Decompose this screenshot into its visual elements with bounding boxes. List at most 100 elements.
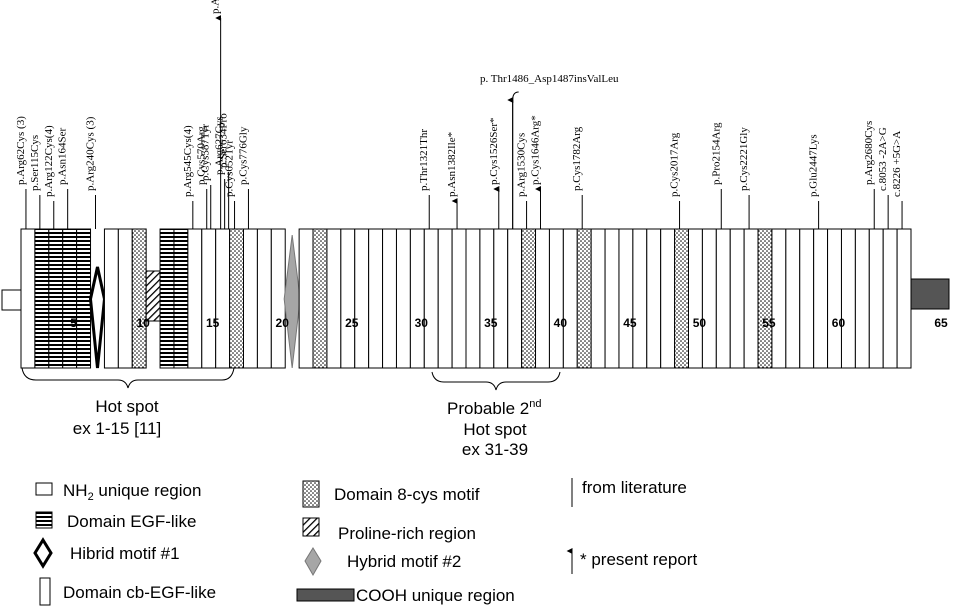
exon-23-cb <box>326 228 342 369</box>
legend-label-egf: Domain EGF-like <box>67 512 196 531</box>
mutation-label-20: p.Cys1782Arg <box>571 126 583 191</box>
exon-14-cb <box>201 228 217 369</box>
exon-40-cb <box>562 228 578 369</box>
exon-1-nh2 <box>20 228 36 369</box>
exon-20-hybrid2 <box>283 234 301 369</box>
hotspot-1-bracket <box>21 367 235 389</box>
exon-10-proline <box>145 270 161 322</box>
exon-62-cb <box>868 228 884 369</box>
exon-17-cb <box>243 228 258 369</box>
legend: NH2 unique region Domain EGF-like Hibrid… <box>33 478 697 606</box>
mutation-label-8: p.Cys587Tyr <box>200 124 212 181</box>
exon-7-nh2 <box>103 228 119 369</box>
hotspot-2-subtitle: Hot spot <box>463 420 527 439</box>
mutation-label-12: p.Cys652Tyr <box>224 140 236 197</box>
exon-42-cb <box>590 228 606 369</box>
exon-21-cb <box>298 228 314 369</box>
legend-label-nh2: NH2 unique region <box>63 481 201 503</box>
exon-12-egf <box>173 228 189 369</box>
exon-27-cb <box>382 228 397 369</box>
mutation-elbow-17 <box>512 91 519 229</box>
exon-54-8cys <box>757 228 773 369</box>
exon-44-cb <box>618 228 634 369</box>
legend-swatch-hybrid2 <box>304 547 322 577</box>
mutation-label-19: p.Cys1646Arg* <box>529 115 541 185</box>
legend-swatch-cb <box>39 577 51 606</box>
exon-number-10: 10 <box>136 316 150 330</box>
legend-label-hybrid1: Hibrid motif #1 <box>70 544 180 563</box>
hotspot-2-superscript: nd <box>529 398 541 410</box>
legend-label-cb: Domain cb-EGF-like <box>63 583 216 602</box>
mutation-label-4: p.Asn164Ser <box>57 128 69 185</box>
legend-label-literature: from literature <box>582 478 687 497</box>
exon-number-50: 50 <box>693 316 707 330</box>
exon-53-cb <box>743 228 759 369</box>
exon-48-8cys <box>674 228 689 369</box>
legend-swatch-cooh <box>296 588 355 602</box>
mutation-label-5: p.Arg240Cys (3) <box>84 116 96 191</box>
mutation-label-21: p.Cys2017Arg <box>669 132 681 197</box>
exon-50-cb <box>701 228 717 369</box>
mutation-label-17: p. Thr1486_Asp1487insValLeu <box>480 73 619 85</box>
mutation-label-3: p.Arg122Cys(4) <box>43 125 55 197</box>
exon-64-cb <box>896 228 912 369</box>
exon-36-cb <box>507 228 523 369</box>
exon-number-45: 45 <box>623 316 637 330</box>
hotspot-1: Hot spot ex 1-15 [11] <box>21 367 235 438</box>
exon-35-cb <box>493 228 509 369</box>
exon-row <box>1 228 950 369</box>
mutation-label-23: p.Cys2221Gly <box>738 127 750 191</box>
mutation-label-18: p.Arg1530Cys <box>516 133 528 197</box>
exon-57-cb <box>799 228 815 369</box>
legend-swatch-nh2 <box>35 482 53 496</box>
legend-swatch-proline <box>302 517 320 537</box>
mutation-label-13: p.Cys776Gly <box>237 126 249 185</box>
exon-55-cb <box>771 228 787 369</box>
exon-47-cb <box>660 228 676 369</box>
mutation-label-24: p.Glu2447Lys <box>808 134 820 197</box>
legend-swatch-hybrid1 <box>33 537 53 569</box>
exon-59-cb <box>827 228 842 369</box>
exon-16-8cys <box>229 228 244 369</box>
exon-60-cb <box>840 228 856 369</box>
exon-19-cb <box>270 228 286 369</box>
mutation-label-14: p.Thr1321Thr <box>418 129 430 191</box>
mutation-label-16: p.Cys1526Ser* <box>488 117 500 185</box>
legend-label-cooh: COOH unique region <box>356 586 515 605</box>
exon-28-cb <box>395 228 411 369</box>
legend-label-proline: Proline-rich region <box>338 524 476 543</box>
exon-29-cb <box>409 228 425 369</box>
mutation-label-10: p.Arg627Cys <box>214 116 226 175</box>
exon-33-cb <box>465 228 481 369</box>
exon-56-cb <box>785 228 801 369</box>
exon-1-leader <box>1 289 22 311</box>
exon-34-cb <box>479 228 495 369</box>
exon-63-cb <box>882 228 898 369</box>
mutation-label-7: p.Cys570Arg <box>196 126 208 185</box>
exon-24-cb <box>340 228 356 369</box>
exon-number-30: 30 <box>415 316 429 330</box>
legend-label-8cys: Domain 8-cys motif <box>334 485 480 504</box>
exon-6-hybrid1 <box>88 266 107 369</box>
mutation-label-1: p.Arg62Cys (3) <box>15 116 27 185</box>
exon-9-8cys <box>131 228 147 369</box>
exon-25-cb <box>354 228 370 369</box>
exon-18-cb <box>256 228 272 369</box>
exon-3-egf <box>48 228 64 369</box>
exon-number-55: 55 <box>762 316 776 330</box>
legend-label-nh2-subscript: 2 <box>88 491 94 503</box>
exon-2-egf <box>34 228 50 369</box>
exon-46-cb <box>646 228 662 369</box>
exon-8-nh2 <box>117 228 133 369</box>
mutation-label-6: p.Arg545Cys(4) <box>182 125 194 197</box>
hotspot-2-title: Probable 2nd <box>447 398 541 418</box>
exon-52-cb <box>729 228 745 369</box>
mutation-label-27: c.8226 +5G>A <box>891 131 903 197</box>
exon-15-cb <box>215 228 231 369</box>
exon-32-cb <box>451 228 467 369</box>
exon-51-cb <box>715 228 731 369</box>
mutation-label-22: p.Pro2154Arg <box>710 122 722 185</box>
exon-number-60: 60 <box>832 316 846 330</box>
exon-5-egf <box>76 228 92 369</box>
